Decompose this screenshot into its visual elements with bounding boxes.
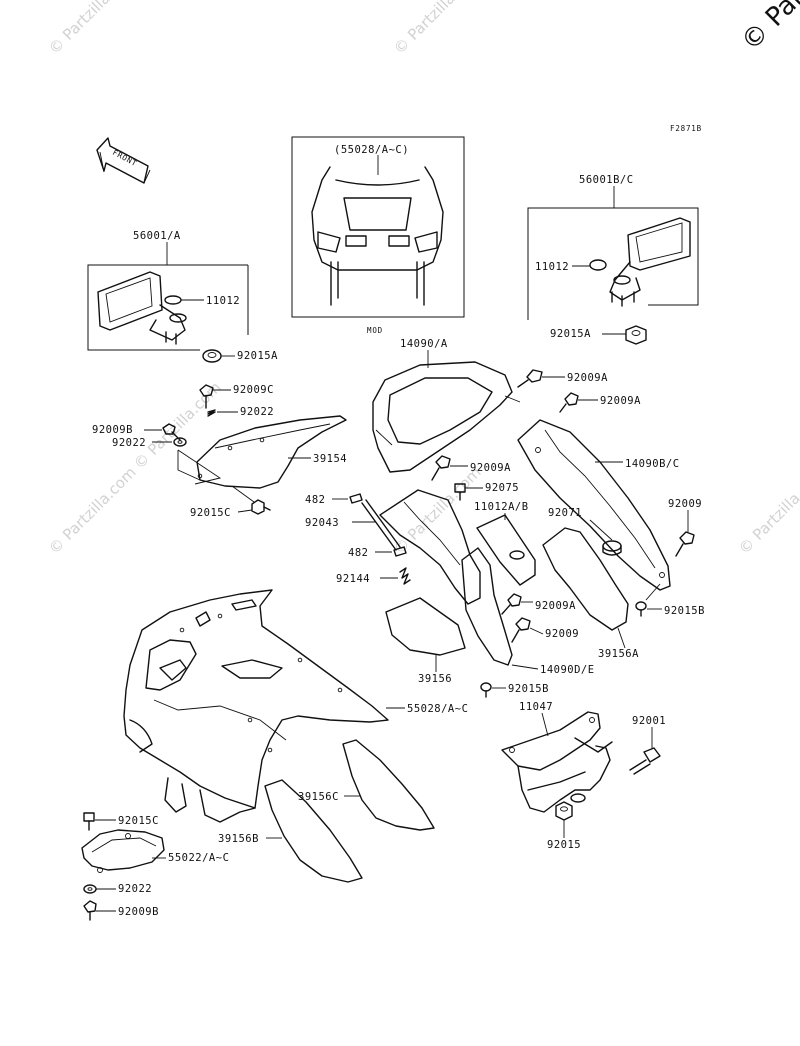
screw-92009a-3 [431,455,451,481]
side-cover-39156a [542,527,629,631]
front-arrow-icon: FRONT [96,137,151,184]
screw-92009b-2 [83,900,97,921]
center-stay-bracket [379,489,481,605]
callout-92009a-3: 92009A [470,462,511,474]
upper-cowl-front-view [311,166,444,306]
left-mirror-assembly [97,271,187,345]
callout-92009a-4: 92009A [535,600,576,612]
callout-92075: 92075 [485,482,519,494]
callout-39156c: 39156C [298,791,339,803]
mod-label: MOD [367,326,383,335]
callout-92015a-right: 92015A [550,328,591,340]
callout-92009a-1: 92009A [567,372,608,384]
side-cover-39156c [342,739,435,831]
callout-92015c-1: 92015C [190,507,231,519]
front-arrow-label: FRONT [111,148,139,168]
callout-39156: 39156 [418,673,452,685]
grommet-92015a-right [625,325,647,345]
callout-92015b-1: 92015B [664,605,705,617]
side-cover-39156b [264,779,363,883]
watermark-text: © Partzilla.com [45,463,140,558]
watermark-text: © Partzilla.com [390,0,485,58]
cap-482-2 [393,546,407,557]
cap-482-1 [349,493,363,504]
right-mirror-assembly [609,217,691,307]
nut-92015c-1 [251,499,271,515]
callout-482-1: 482 [305,494,325,506]
callout-92015c-2: 92015C [118,815,159,827]
callout-92015b-2: 92015B [508,683,549,695]
screw-92009a-4 [501,593,522,615]
washer-92022-3 [83,884,97,894]
bracket-55022 [81,829,165,873]
figure-code: F2871B [670,124,702,133]
seal-11012-right [589,259,607,271]
grommet-92015a-left [202,349,222,363]
watermark-text: © Partzilla.com [45,0,140,58]
screw-92009-1 [675,531,695,557]
callout-92071: 92071 [548,507,582,519]
screw-92009a-2 [559,392,579,413]
callout-92144: 92144 [336,573,370,585]
rod-92043 [361,499,401,551]
callout-92015: 92015 [547,839,581,851]
callout-92022-3: 92022 [118,883,152,895]
callout-56001a: 56001/A [133,230,181,242]
callout-11012-right: 11012 [535,261,569,273]
callout-39154: 39154 [313,453,347,465]
screw-92009-2 [511,617,531,643]
watermark-text: © Partzilla.com [130,378,225,473]
screw-92009a-1 [517,369,543,388]
inner-cover-39154 [196,415,347,489]
callout-11047: 11047 [519,701,553,713]
watermark-text: © Partzilla.com [390,463,485,558]
watermark-text: © Partzilla.com [735,463,800,558]
callout-55022ac: 55022/A~C [168,852,229,864]
callout-92043: 92043 [305,517,339,529]
instrument-cover [372,361,521,473]
callout-92009-1: 92009 [668,498,702,510]
nut-92015 [555,793,586,821]
lower-inner-panel-14090de [461,547,513,666]
clip-92015b-1 [635,601,647,617]
callout-92001: 92001 [632,715,666,727]
callout-14090a: 14090/A [400,338,448,350]
spring-92022-1 [207,409,216,417]
callout-55028-box: (55028/A~C) [334,144,409,156]
callout-55028ac: 55028/A~C [407,703,468,715]
bracket-11012ab [476,514,536,586]
bolt-92001 [629,747,661,775]
washer-92022-2 [173,437,187,447]
stay-bracket-11047 [501,711,613,813]
callout-92022-1: 92022 [240,406,274,418]
callout-11012ab: 11012A/B [474,501,529,513]
callout-92009a-2: 92009A [600,395,641,407]
callout-11012-left: 11012 [206,295,240,307]
clip-92015b-2 [480,682,492,698]
callout-56001bc: 56001B/C [579,174,634,186]
callout-92022-2: 92022 [112,437,146,449]
bolt-92015c-2 [83,812,95,831]
screw-92009c [199,384,214,409]
callout-14090bc: 14090B/C [625,458,680,470]
callout-92009b-1: 92009B [92,424,133,436]
callout-39156b: 39156B [218,833,259,845]
grommet-92071 [602,540,622,556]
callout-39156a: 39156A [598,648,639,660]
watermark-layer: © Partzilla.com © Partzilla.com © Partzi… [45,0,800,558]
inner-panel-right [517,419,671,591]
spring-92144 [399,567,411,585]
callout-14090de: 14090D/E [540,664,595,676]
callout-92009-2: 92009 [545,628,579,640]
upper-cowl-55028 [123,589,389,823]
callout-92009b-2: 92009B [118,906,159,918]
side-cover-39156 [385,597,466,656]
callout-92009c: 92009C [233,384,274,396]
mod-cowl-box [291,136,465,318]
watermark-corner: © Parts [736,0,800,57]
callout-482-2: 482 [348,547,368,559]
callout-92015a-left: 92015A [237,350,278,362]
